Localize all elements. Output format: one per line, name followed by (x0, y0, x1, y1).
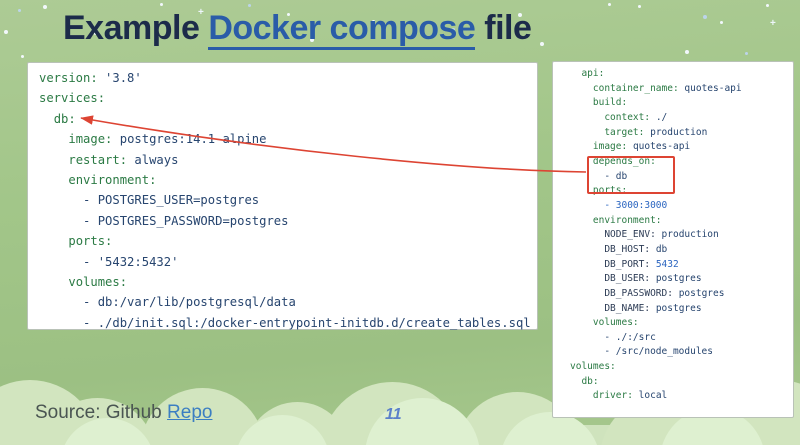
star-dot (310, 38, 314, 42)
code-line: target: production (604, 126, 708, 138)
code-line: DB_PORT: 5432 (604, 258, 679, 270)
code-line: environment: (592, 214, 662, 226)
star-dot (287, 13, 290, 16)
code-line: context: ./ (604, 111, 668, 123)
star-dot (703, 15, 707, 19)
star-dot (720, 21, 723, 24)
page-number: 11 (385, 406, 402, 423)
code-line: environment: (68, 173, 157, 188)
star-dot (248, 4, 251, 7)
code-line: ports: (68, 234, 113, 249)
code-line: driver: local (592, 390, 668, 402)
compose-file-panel-right: api: container_name: quotes-api build: c… (552, 61, 794, 418)
code-line: db: (53, 111, 76, 126)
code-line: - POSTGRES_USER=postgres (83, 193, 260, 208)
docker-compose-link[interactable]: Docker compose (208, 9, 476, 50)
code-line: - db (604, 170, 628, 182)
code-line: volumes: (68, 275, 128, 290)
code-line: DB_USER: postgres (604, 273, 702, 285)
code-line: image: quotes-api (592, 141, 691, 153)
compose-file-panel-left: version: '3.8' services: db: image: postg… (27, 62, 538, 330)
left-code-block: version: '3.8' services: db: image: postg… (28, 63, 537, 333)
star-dot (452, 28, 455, 31)
code-line: - /src/node_modules (604, 346, 713, 358)
star-dot (745, 52, 748, 55)
code-line: ports: (592, 185, 628, 197)
star-dot (766, 4, 769, 7)
source-text: Source: Github (35, 402, 168, 423)
star-dot (638, 5, 641, 8)
star-dot (4, 30, 8, 34)
code-line: version: '3.8' (39, 71, 142, 85)
star-dot (18, 9, 21, 12)
code-line: NODE_ENV: production (604, 229, 719, 241)
repo-link[interactable]: Repo (167, 402, 213, 423)
page-title: Example Docker compose file (63, 9, 532, 50)
star-dot (608, 3, 611, 6)
source-caption: Source: Github Repo (35, 402, 212, 424)
code-line: volumes: (570, 361, 616, 373)
title-suffix: file (475, 9, 532, 47)
code-line: - POSTGRES_PASSWORD=postgres (83, 213, 289, 228)
star-dot (43, 5, 47, 9)
star-dot (685, 50, 689, 54)
code-line: - db:/var/lib/postgresql/data (83, 295, 296, 310)
sparkle-icon: + (770, 18, 776, 29)
right-code-block: api: container_name: quotes-api build: c… (553, 62, 793, 404)
code-line: services: (39, 91, 106, 106)
code-line: DB_NAME: postgres (604, 302, 702, 314)
star-dot (21, 55, 24, 58)
code-line: image: postgres:14.1-alpine (68, 132, 267, 147)
code-line: DB_PASSWORD: postgres (604, 287, 725, 299)
sparkle-icon: + (198, 7, 204, 18)
title-prefix: Example (63, 9, 209, 47)
code-line: volumes: (592, 317, 639, 329)
code-line: - ./:/src (604, 331, 656, 343)
code-line: db: (581, 375, 599, 387)
star-dot (518, 13, 522, 17)
star-dot (94, 32, 97, 35)
code-line: - '5432:5432' (83, 254, 179, 269)
code-line: restart: always (68, 152, 179, 167)
code-line: - 3000:3000 (604, 199, 668, 211)
code-line: DB_HOST: db (604, 243, 668, 255)
star-dot (540, 42, 544, 46)
code-line: depends_on: (592, 155, 656, 167)
code-line: - ./db/init.sql:/docker-entrypoint-initd… (83, 315, 531, 330)
code-line: container_name: quotes-api (592, 82, 742, 94)
code-line: build: (592, 97, 628, 109)
star-dot (160, 3, 163, 6)
code-line: api: (581, 68, 605, 79)
star-dot (372, 20, 375, 23)
